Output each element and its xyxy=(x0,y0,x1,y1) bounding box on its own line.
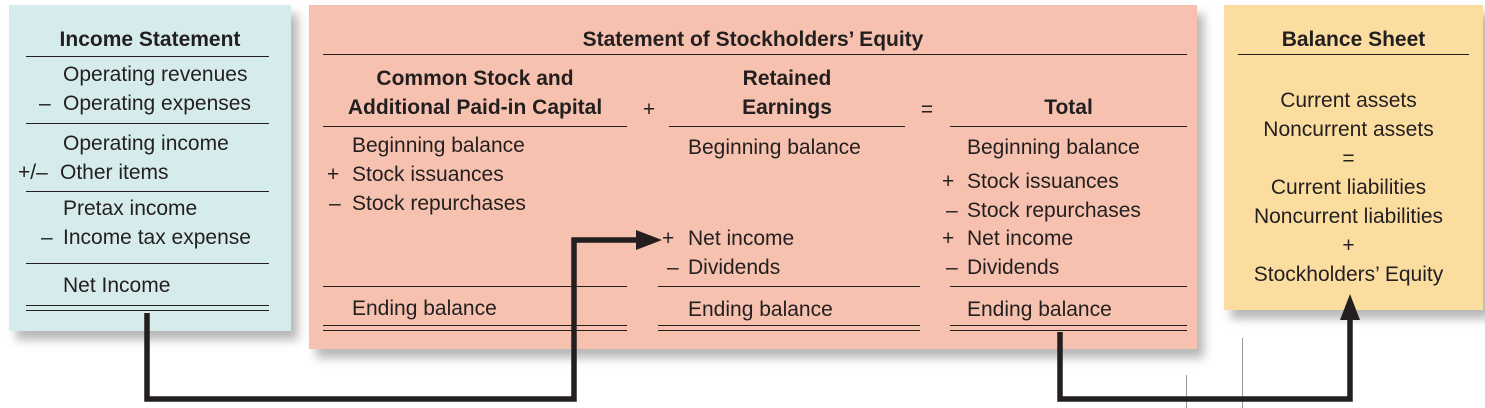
operating-revenues-label: Operating revenues xyxy=(63,63,248,86)
plus-operator: + xyxy=(642,98,656,121)
divider xyxy=(658,286,920,287)
total-header: Total xyxy=(1044,96,1093,119)
double-underline xyxy=(323,325,627,331)
divider xyxy=(26,56,269,57)
re-dividends: Dividends xyxy=(688,256,781,279)
stockholders-equity-label: Stockholders’ Equity xyxy=(1253,263,1444,286)
column-underline xyxy=(950,126,1187,127)
arrowhead-icon xyxy=(1340,294,1360,320)
plus-sign: + xyxy=(327,163,340,186)
column-underline xyxy=(669,126,905,127)
net-income-label: Net Income xyxy=(63,274,171,297)
noncurrent-liabilities-label: Noncurrent liabilities xyxy=(1253,205,1444,228)
column-underline xyxy=(323,126,627,127)
divider xyxy=(323,286,627,287)
current-assets-label: Current assets xyxy=(1280,89,1417,112)
total-net-income: Net income xyxy=(967,227,1074,250)
minus-sign: – xyxy=(39,92,51,115)
minus-sign: – xyxy=(41,226,53,249)
minus-sign: – xyxy=(946,256,958,279)
frame-line xyxy=(1242,338,1243,408)
divider xyxy=(26,191,269,192)
double-underline xyxy=(26,305,269,311)
income-tax-expense-label: Income tax expense xyxy=(63,226,251,249)
balance-sheet-panel: Balance Sheet Current assets Noncurrent … xyxy=(1224,5,1483,310)
total-dividends: Dividends xyxy=(967,256,1060,279)
plus-minus-sign: +/– xyxy=(18,161,48,184)
equals-operator: = xyxy=(920,98,934,121)
re-ending-balance: Ending balance xyxy=(688,298,833,321)
divider xyxy=(950,286,1187,287)
income-statement-title: Income Statement xyxy=(59,28,241,51)
other-items-label: Other items xyxy=(60,161,169,184)
cs-ending-balance: Ending balance xyxy=(352,297,497,320)
divider xyxy=(1238,54,1469,55)
frame-line xyxy=(1186,375,1187,408)
divider xyxy=(323,54,1187,55)
total-beginning-balance: Beginning balance xyxy=(967,136,1140,159)
equals-sign: = xyxy=(1342,147,1355,170)
stockholders-equity-panel: Statement of Stockholders’ Equity Common… xyxy=(309,5,1197,349)
arrowhead-icon xyxy=(636,230,662,250)
divider xyxy=(26,263,269,264)
minus-sign: – xyxy=(329,192,341,215)
balance-sheet-title: Balance Sheet xyxy=(1281,28,1426,51)
equity-statement-title: Statement of Stockholders’ Equity xyxy=(582,28,924,51)
plus-sign: + xyxy=(942,227,955,250)
minus-sign: – xyxy=(667,256,679,279)
pretax-income-label: Pretax income xyxy=(63,197,198,220)
minus-sign: – xyxy=(946,199,958,222)
retained-earnings-header-line1: Retained xyxy=(742,67,832,90)
re-net-income: Net income xyxy=(688,227,795,250)
common-stock-header-line1: Common Stock and xyxy=(376,67,574,90)
operating-income-label: Operating income xyxy=(63,132,229,155)
cs-beginning-balance: Beginning balance xyxy=(352,134,525,157)
total-ending-balance: Ending balance xyxy=(967,298,1112,321)
net-income-to-retained-earnings-arrow xyxy=(144,237,640,402)
current-liabilities-label: Current liabilities xyxy=(1270,176,1427,199)
common-stock-header-line2: Additional Paid-in Capital xyxy=(347,96,603,119)
plus-sign: + xyxy=(942,170,955,193)
cs-stock-issuances: Stock issuances xyxy=(352,163,504,186)
cs-stock-repurchases: Stock repurchases xyxy=(352,192,526,215)
double-underline xyxy=(950,325,1187,331)
plus-sign: + xyxy=(1342,234,1355,257)
income-statement-panel: Income Statement Operating revenues – Op… xyxy=(9,5,291,331)
divider xyxy=(26,123,269,124)
total-stock-repurchases: Stock repurchases xyxy=(967,199,1141,222)
operating-expenses-label: Operating expenses xyxy=(63,92,251,115)
total-stock-issuances: Stock issuances xyxy=(967,170,1119,193)
double-underline xyxy=(658,325,920,331)
noncurrent-assets-label: Noncurrent assets xyxy=(1263,118,1434,141)
equity-total-to-balance-sheet-arrow xyxy=(1057,318,1353,402)
re-beginning-balance: Beginning balance xyxy=(688,136,861,159)
plus-sign: + xyxy=(662,227,675,250)
retained-earnings-header-line2: Earnings xyxy=(742,96,832,119)
